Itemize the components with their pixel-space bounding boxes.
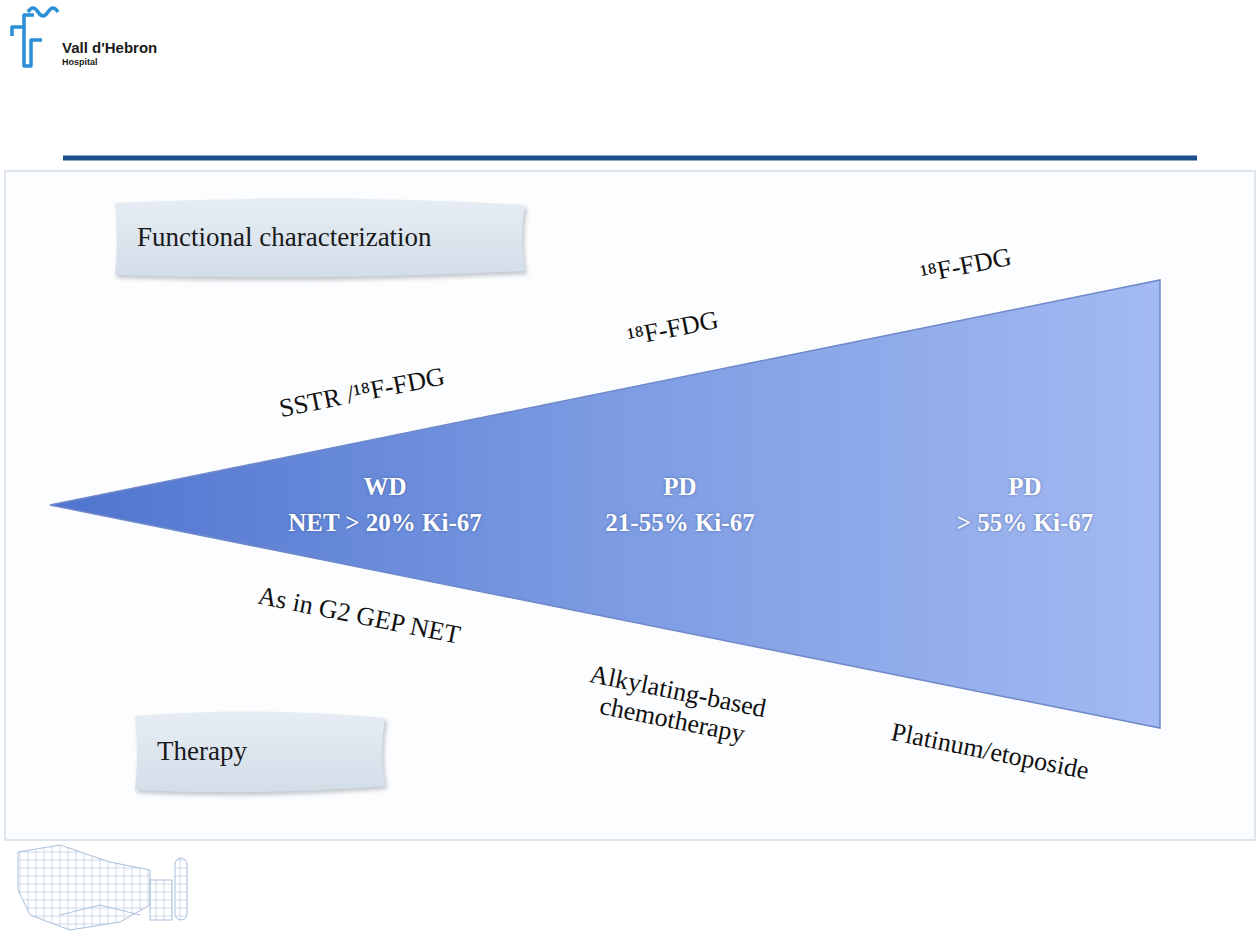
building-sketch	[18, 845, 187, 930]
header-rule	[63, 156, 1197, 161]
ki67-range: 21-55% Ki-67	[605, 509, 754, 537]
hospital-subtitle: Hospital	[62, 58, 98, 68]
hospital-logo	[12, 8, 58, 66]
differentiation-label: PD	[663, 473, 696, 501]
differentiation-label: PD	[1008, 473, 1041, 501]
hospital-name: Vall d'Hebron	[62, 40, 157, 57]
ki67-range: > 55% Ki-67	[957, 509, 1093, 537]
section-banner: Functional characterization	[115, 197, 525, 277]
ki67-range: NET > 20% Ki-67	[288, 509, 482, 537]
figure-panel	[5, 171, 1255, 840]
differentiation-label: WD	[363, 473, 406, 501]
banner-title: Therapy	[135, 736, 247, 767]
section-banner: Therapy	[135, 710, 385, 792]
banner-title: Functional characterization	[115, 222, 432, 253]
